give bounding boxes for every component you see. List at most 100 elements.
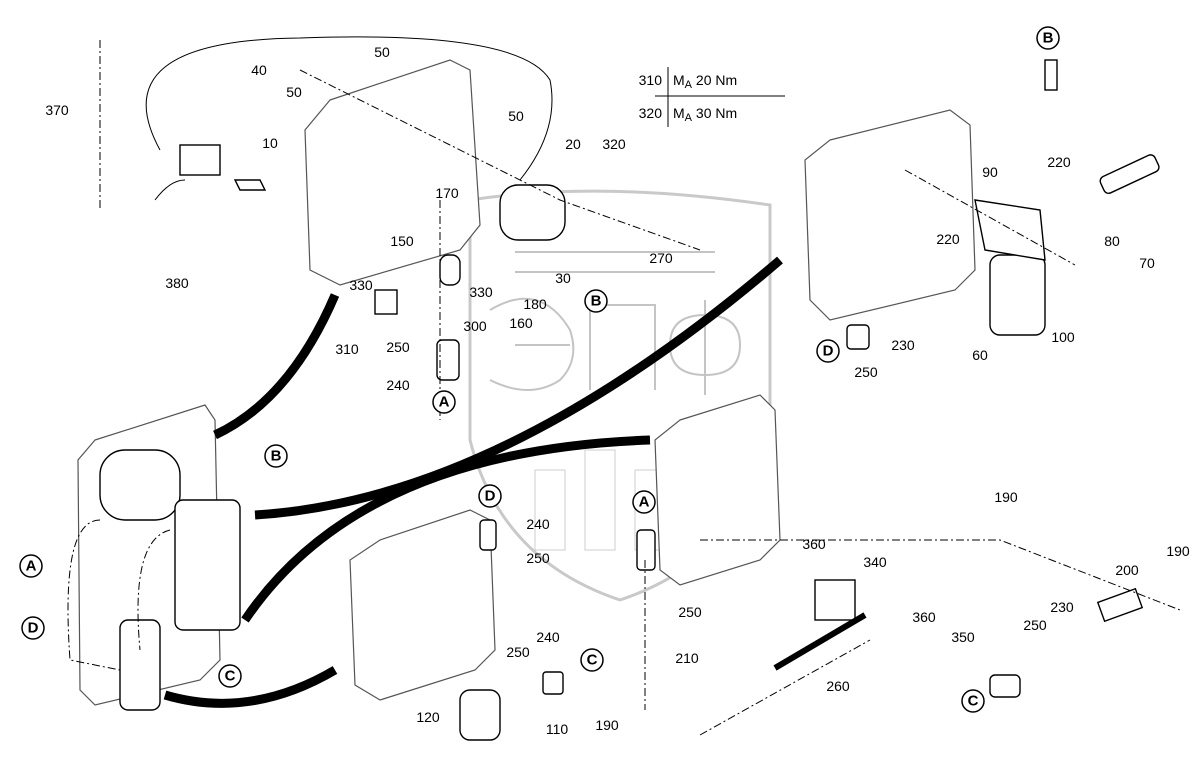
part-callout: 50 <box>286 84 302 100</box>
pump-assembly <box>99 449 181 521</box>
regulator-110 <box>459 689 501 741</box>
part-callout: 190 <box>595 717 619 733</box>
part-callout: 10 <box>262 135 278 151</box>
connection-marker: B <box>1036 26 1060 50</box>
connection-marker-label: D <box>28 620 39 637</box>
part-callout: 370 <box>45 102 69 118</box>
torque-part: 320 <box>639 105 663 121</box>
part-callout: 110 <box>546 721 569 737</box>
part-callout: 270 <box>649 250 673 266</box>
mounting-plate-right <box>804 109 976 321</box>
part-callout: 90 <box>982 164 998 180</box>
torque-spec: MA 30 Nm <box>673 105 737 124</box>
part-callout: 20 <box>565 136 581 152</box>
connection-marker-label: C <box>225 668 236 685</box>
part-callout: 250 <box>526 550 550 566</box>
nut-310 <box>374 289 398 315</box>
part-callout: 160 <box>509 315 533 331</box>
connection-marker-label: B <box>271 448 282 465</box>
part-callout: 50 <box>374 44 390 60</box>
part-callout: 250 <box>1023 617 1047 633</box>
part-callout: 250 <box>386 339 410 355</box>
connection-marker-label: B <box>591 293 602 310</box>
arrow-to-pump <box>213 293 340 440</box>
hose-240 <box>436 339 460 381</box>
connection-marker: A <box>632 490 656 514</box>
fuel-pump-20 <box>499 184 566 241</box>
part-callout: 260 <box>826 678 850 694</box>
connection-marker: B <box>264 444 288 468</box>
part-callout: 360 <box>802 536 826 552</box>
part-callout: 310 <box>335 341 359 357</box>
mounting-plate-lower <box>349 509 496 701</box>
part-callout: 230 <box>891 337 915 353</box>
sensor-cable <box>145 36 553 181</box>
arrow-to-regulator <box>163 666 338 708</box>
part-callout: 150 <box>390 233 414 249</box>
part-callout: 120 <box>416 709 440 725</box>
part-callout: 170 <box>435 185 459 201</box>
connection-marker: D <box>21 616 45 640</box>
part-callout: 190 <box>1166 543 1190 559</box>
part-callout: 190 <box>994 489 1018 505</box>
connection-marker: C <box>580 648 604 672</box>
part-callout: 60 <box>972 347 988 363</box>
part-callout: 360 <box>912 609 936 625</box>
connection-marker-label: C <box>587 652 598 669</box>
fitting-b <box>1044 59 1058 91</box>
part-callout: 40 <box>251 62 267 78</box>
part-callout: 220 <box>936 231 960 247</box>
connection-marker-label: A <box>639 494 650 511</box>
mounting-plate-center <box>654 394 781 586</box>
connection-marker-label: A <box>439 394 450 411</box>
connection-marker-label: C <box>968 693 979 710</box>
part-callout: 320 <box>602 136 626 152</box>
part-callout: 300 <box>463 318 487 334</box>
part-callout: 330 <box>469 284 493 300</box>
part-callout: 250 <box>678 604 702 620</box>
bracket-340 <box>814 579 856 621</box>
connection-marker: D <box>816 339 840 363</box>
connection-marker: B <box>584 289 608 313</box>
part-callout: 250 <box>506 644 530 660</box>
connection-marker: D <box>478 484 502 508</box>
part-callout: 340 <box>863 554 887 570</box>
part-callout: 350 <box>951 629 975 645</box>
connection-marker-label: B <box>1043 30 1054 47</box>
banjo-fitting <box>439 254 461 286</box>
connection-marker-label: A <box>26 558 37 575</box>
part-callout: 30 <box>555 270 571 286</box>
part-callout: 250 <box>854 364 878 380</box>
filter-assembly <box>174 499 241 631</box>
part-callout: 100 <box>1051 329 1075 345</box>
part-callout: 380 <box>165 275 189 291</box>
part-callout: 220 <box>1047 154 1071 170</box>
part-callout: 240 <box>526 516 550 532</box>
arrow-to-filter <box>254 256 783 520</box>
part-callout: 70 <box>1139 255 1155 271</box>
connector-plug <box>179 144 221 176</box>
connection-marker: A <box>432 390 456 414</box>
connection-marker: A <box>19 554 43 578</box>
part-callout: 210 <box>675 650 699 666</box>
arrow-to-center <box>241 435 651 623</box>
part-callout: 80 <box>1104 233 1120 249</box>
part-callout: 200 <box>1115 562 1139 578</box>
connection-marker-label: D <box>485 488 496 505</box>
torque-part: 310 <box>639 72 663 88</box>
connection-marker: C <box>218 664 242 688</box>
filter-60 <box>989 254 1046 336</box>
mounting-plate-10 <box>304 59 481 286</box>
part-callout: 50 <box>508 108 524 124</box>
part-callout: 180 <box>523 296 547 312</box>
connection-marker-label: D <box>823 343 834 360</box>
part-callout: 230 <box>1050 599 1074 615</box>
torque-table: 310 MA 20 Nm 320 MA 30 Nm <box>639 67 785 127</box>
part-callout: 240 <box>536 629 560 645</box>
connection-marker: C <box>961 689 985 713</box>
tee-200 <box>1096 587 1144 623</box>
part-callout: 330 <box>349 277 373 293</box>
torque-spec: MA 20 Nm <box>673 72 737 91</box>
